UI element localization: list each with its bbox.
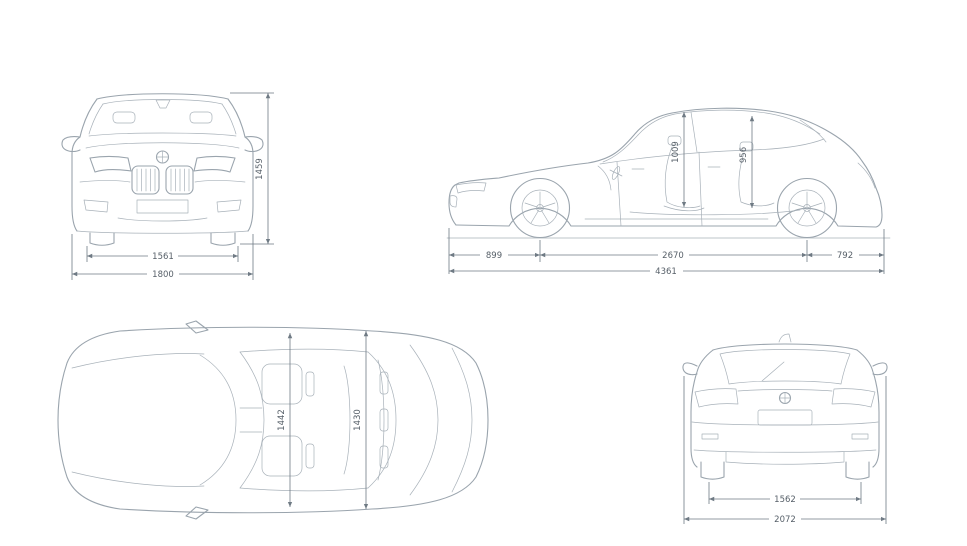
mirror-rear-left <box>682 362 698 376</box>
roof-rails <box>239 348 369 492</box>
dim-label-overall-height: 1459 <box>255 158 265 180</box>
front-view: 1561 1800 1459 <box>61 92 274 280</box>
front-wheel <box>509 177 571 239</box>
taillight-side <box>857 162 876 189</box>
dim-label-front-overhang: 899 <box>486 251 502 261</box>
license-plate-rear <box>757 409 813 426</box>
steering-wheel <box>611 166 621 180</box>
antenna-fin <box>778 333 792 343</box>
windshield-top <box>199 354 237 486</box>
dim-label-rear-track: 1562 <box>774 495 796 505</box>
driver-seat-top <box>261 363 303 405</box>
dim-label-interior-height-front: 1009 <box>671 141 681 163</box>
mirror-top-left <box>185 320 209 334</box>
dim-label-front-track: 1561 <box>152 252 174 262</box>
passenger-seat-top <box>261 435 303 477</box>
side-dimensions: 1009 956 899 2670 792 4361 <box>448 112 885 277</box>
rearview-mirror <box>155 99 171 109</box>
front-view-car-art <box>61 93 264 246</box>
side-view-car-art <box>446 107 891 239</box>
headrest-right <box>189 111 213 124</box>
kidney-grille-right <box>165 165 194 195</box>
top-view-car-art <box>57 320 489 520</box>
license-plate-front <box>136 199 189 214</box>
rear-seat <box>738 152 775 207</box>
mirror-top-right <box>185 506 209 520</box>
rear-dimensions: 1562 2072 <box>683 376 887 525</box>
headlight-right <box>193 155 236 173</box>
rear-wiper <box>761 361 785 382</box>
front-wheel-right <box>210 232 236 246</box>
headlight-side <box>455 182 487 194</box>
headrest-left <box>112 111 136 124</box>
dim-label-wheelbase: 2670 <box>662 251 684 261</box>
side-mirror-right <box>244 136 264 153</box>
dim-label-overall-width: 1800 <box>152 270 174 280</box>
dim-label-interior-height-rear: 956 <box>739 147 749 163</box>
dim-label-overall-length: 4361 <box>655 267 677 277</box>
top-view: 1442 1430 <box>57 320 489 520</box>
taillight-right <box>831 388 876 408</box>
rear-wheel-right <box>845 461 870 480</box>
rear-view: 1562 2072 <box>682 333 888 525</box>
front-seat <box>663 146 705 212</box>
front-dimensions: 1561 1800 1459 <box>71 92 274 280</box>
side-view: 1009 956 899 2670 792 4361 <box>446 107 891 277</box>
mirror-rear-right <box>872 362 888 376</box>
taillight-left <box>694 388 739 408</box>
dim-label-width-incl-mirrors: 2072 <box>774 515 796 525</box>
rear-window-top <box>367 351 397 489</box>
dim-label-interior-width-rear: 1430 <box>353 409 363 431</box>
rear-view-car-art <box>682 333 888 480</box>
rear-window <box>719 349 851 385</box>
rear-bench-top <box>343 365 351 475</box>
kidney-grille-left <box>131 165 160 195</box>
dim-label-rear-overhang: 792 <box>837 251 853 261</box>
front-seat-headrest <box>667 135 682 146</box>
front-wheel-left <box>89 232 115 246</box>
headlight-left <box>89 155 132 173</box>
top-dimensions: 1442 1430 <box>277 331 369 509</box>
dim-label-interior-width-front: 1442 <box>277 409 287 431</box>
rear-wheel-left <box>700 461 725 480</box>
side-mirror-left <box>61 136 81 153</box>
rear-wheel <box>776 177 838 239</box>
